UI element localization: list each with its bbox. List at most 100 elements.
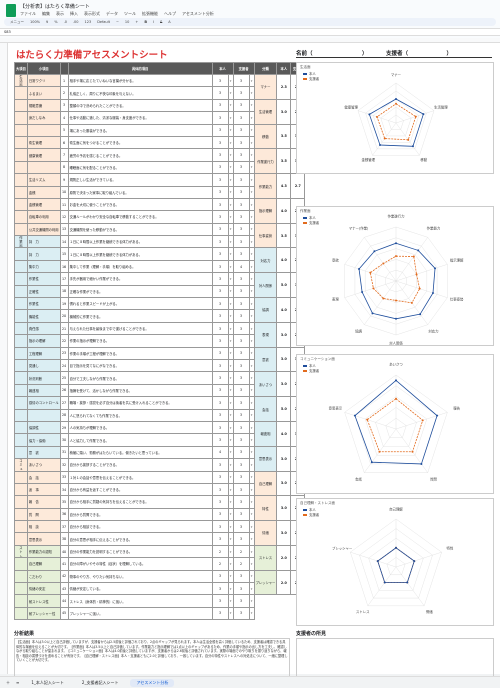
supporter-dropdown-icon[interactable]: ▾ — [248, 197, 255, 212]
supporter-dropdown-icon[interactable]: ▾ — [248, 135, 255, 150]
supporter-dropdown-icon[interactable]: ▾ — [248, 222, 255, 237]
self-score[interactable]: 3 — [211, 210, 229, 224]
self-score[interactable]: 3 — [211, 433, 229, 447]
self-score[interactable]: 3 — [211, 371, 229, 385]
supporter-score[interactable]: 3 — [232, 569, 250, 584]
supporter-score[interactable]: 3 — [232, 520, 250, 534]
supporter-dropdown-icon[interactable]: ▾ — [248, 284, 255, 299]
self-score[interactable]: 3 — [211, 594, 229, 608]
self-score[interactable]: 3 — [211, 334, 229, 348]
supporter-score[interactable]: 3 — [232, 532, 250, 546]
all-sheets-icon[interactable]: ≡ — [16, 680, 20, 685]
self-score[interactable]: 3 — [211, 470, 229, 484]
tab-assessment[interactable]: アセスメント分析 — [130, 678, 175, 687]
supporter-score[interactable]: 3 — [232, 148, 250, 162]
menu-extensions[interactable]: 拡張機能 — [142, 11, 158, 16]
self-score[interactable]: 3 — [211, 235, 229, 249]
chart-life[interactable]: 生活面 マナー生活管理移動金銭管理健康管理本人支援者 — [296, 62, 494, 174]
self-score[interactable]: 3 — [211, 482, 229, 497]
supporter-score[interactable]: 3 — [232, 123, 250, 137]
supporter-dropdown-icon[interactable]: ▾ — [248, 594, 255, 608]
supporter-score[interactable]: 3 — [232, 358, 250, 373]
supporter-score[interactable]: 3 — [232, 606, 250, 621]
self-score[interactable]: 3 — [211, 259, 229, 274]
self-score[interactable]: 3 — [211, 123, 229, 137]
supporter-dropdown-icon[interactable]: ▾ — [248, 185, 255, 199]
font-size-input[interactable]: 10 — [124, 20, 130, 24]
menu-edit[interactable]: 編集 — [42, 11, 50, 16]
supporter-dropdown-icon[interactable]: ▾ — [248, 557, 255, 571]
self-score[interactable]: 3 — [211, 606, 229, 621]
supporter-score[interactable]: 3 — [232, 247, 250, 261]
supporter-score[interactable]: 3 — [232, 458, 250, 472]
supporter-dropdown-icon[interactable]: ▾ — [248, 581, 255, 596]
supporter-score[interactable]: 3 — [232, 495, 250, 509]
self-score[interactable]: 3 — [211, 396, 229, 410]
add-sheet-icon[interactable]: ＋ — [6, 679, 10, 685]
supporter-score[interactable]: 3 — [232, 86, 250, 100]
supporter-score[interactable]: 3 — [232, 433, 250, 447]
self-score[interactable]: 3 — [211, 520, 229, 534]
supporter-score[interactable]: 3 — [232, 309, 250, 323]
menu-insert[interactable]: 挿入 — [70, 11, 78, 16]
supporter-dropdown-icon[interactable]: ▾ — [248, 235, 255, 249]
formula-bar[interactable]: S83 — [0, 28, 500, 36]
self-score[interactable]: 3 — [211, 581, 229, 596]
supporter-score[interactable]: 3 — [232, 185, 250, 199]
tab-supporter-sheet[interactable]: 2_支援者記入シート — [81, 679, 119, 685]
supporter-score[interactable]: 3 — [232, 111, 250, 125]
supporter-dropdown-icon[interactable]: ▾ — [248, 259, 255, 274]
self-score[interactable]: 3 — [211, 111, 229, 125]
self-score[interactable]: 3 — [211, 495, 229, 509]
self-score[interactable]: 3 — [211, 284, 229, 299]
self-score[interactable]: 3 — [211, 272, 229, 286]
self-score[interactable]: 3 — [211, 98, 229, 113]
supporter-score[interactable]: 3 — [232, 371, 250, 385]
supporter-score[interactable]: 3 — [232, 173, 250, 187]
supporter-dropdown-icon[interactable]: ▾ — [248, 111, 255, 125]
chart-work[interactable]: 作業面 作業遂行力作業能力指示理解仕事姿勢対応力対人関係協調表現意欲マナー(作業… — [296, 206, 494, 346]
column-header[interactable] — [0, 38, 500, 43]
menu-assessment[interactable]: アセスメント分析 — [182, 11, 214, 16]
self-score[interactable]: 3 — [211, 222, 229, 237]
supporter-score[interactable]: 3 — [232, 98, 250, 113]
supporter-dropdown-icon[interactable]: ▾ — [248, 123, 255, 137]
supporter-dropdown-icon[interactable]: ▾ — [248, 569, 255, 584]
menu-tools[interactable]: ツール — [124, 11, 136, 16]
sheets-logo-icon[interactable] — [6, 4, 16, 17]
self-score[interactable]: 3 — [211, 458, 229, 472]
supporter-score[interactable]: 3 — [232, 408, 250, 422]
self-score[interactable]: 3 — [211, 297, 229, 311]
self-score[interactable]: 3 — [211, 185, 229, 199]
supporter-score[interactable]: 3 — [232, 383, 250, 398]
supporter-dropdown-icon[interactable]: ▾ — [248, 544, 255, 559]
supporter-score[interactable]: 3 — [232, 197, 250, 212]
supporter-score[interactable]: 3 — [232, 160, 250, 175]
supporter-dropdown-icon[interactable]: ▾ — [248, 433, 255, 447]
search-menu-button[interactable]: メニュー — [10, 19, 24, 24]
self-score[interactable]: 3 — [211, 173, 229, 187]
supporter-score[interactable]: 3 — [232, 396, 250, 410]
menu-help[interactable]: ヘルプ — [164, 11, 176, 16]
self-score[interactable]: 2 — [211, 544, 229, 559]
number-format-button[interactable]: 123 — [84, 20, 92, 24]
strikethrough-button[interactable]: S — [160, 20, 163, 24]
self-score[interactable]: 3 — [211, 148, 229, 162]
self-score[interactable]: 3 — [211, 346, 229, 361]
supporter-score[interactable]: 3 — [232, 272, 250, 286]
menu-view[interactable]: 表示 — [56, 11, 64, 16]
supporter-score[interactable]: 2 — [232, 544, 250, 559]
supporter-score[interactable]: 3 — [232, 297, 250, 311]
supporter-score[interactable]: 3 — [232, 445, 250, 460]
font-size-decrease[interactable]: − — [115, 20, 119, 24]
supporter-score[interactable]: 3 — [232, 420, 250, 435]
supporter-score[interactable]: 3 — [232, 222, 250, 237]
self-score[interactable]: 3 — [211, 247, 229, 261]
self-score[interactable]: 3 — [211, 321, 229, 336]
self-score[interactable]: 2 — [211, 557, 229, 571]
menu-format[interactable]: 表示形式 — [84, 11, 100, 16]
supporter-score[interactable]: 3 — [232, 284, 250, 299]
font-select[interactable]: Default — [97, 20, 110, 24]
text-color-button[interactable]: A — [168, 20, 171, 24]
currency-button[interactable]: ¥ — [46, 20, 49, 24]
